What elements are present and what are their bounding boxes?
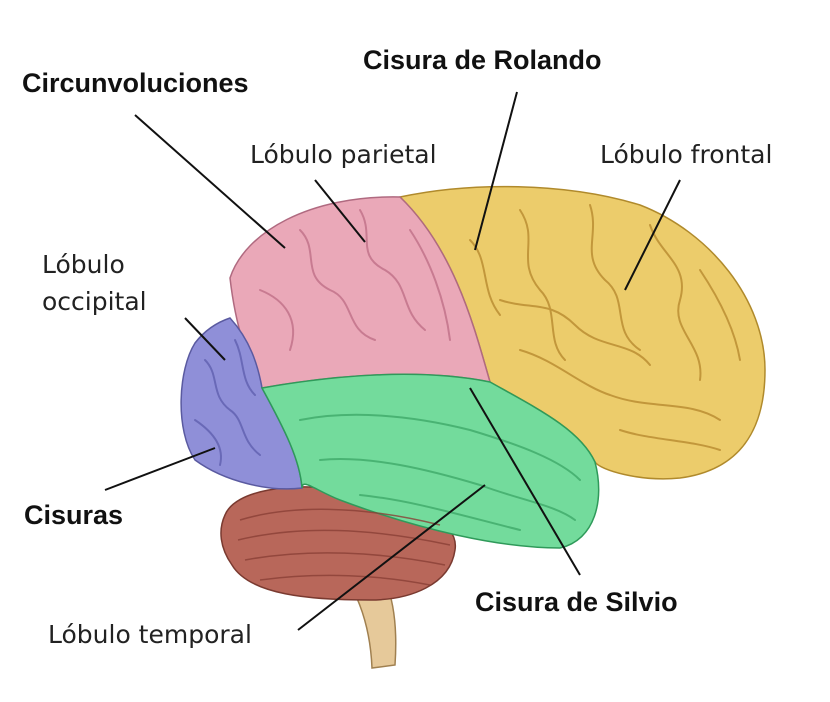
occipital-gyri bbox=[194, 339, 261, 466]
label-circunvoluciones: Circunvoluciones bbox=[22, 68, 249, 98]
cerebellum-folia bbox=[237, 508, 451, 586]
label-lobulo-frontal: Lóbulo frontal bbox=[600, 140, 773, 169]
label-lobulo-occipital-line1: Lóbulo bbox=[42, 250, 125, 279]
gyri-lines bbox=[469, 204, 741, 451]
temporal-gyri bbox=[299, 413, 581, 531]
temporal-lobe bbox=[260, 373, 600, 549]
parietal-gyri bbox=[259, 209, 451, 351]
leader-lines bbox=[104, 91, 681, 631]
label-lobulo-occipital-line2: occipital bbox=[42, 287, 147, 316]
label-lobulo-temporal: Lóbulo temporal bbox=[48, 620, 252, 649]
label-lobulo-parietal: Lóbulo parietal bbox=[250, 140, 437, 169]
label-cisura-rolando: Cisura de Rolando bbox=[363, 45, 602, 75]
label-cisuras: Cisuras bbox=[24, 500, 124, 530]
label-cisura-silvio: Cisura de Silvio bbox=[475, 587, 678, 617]
